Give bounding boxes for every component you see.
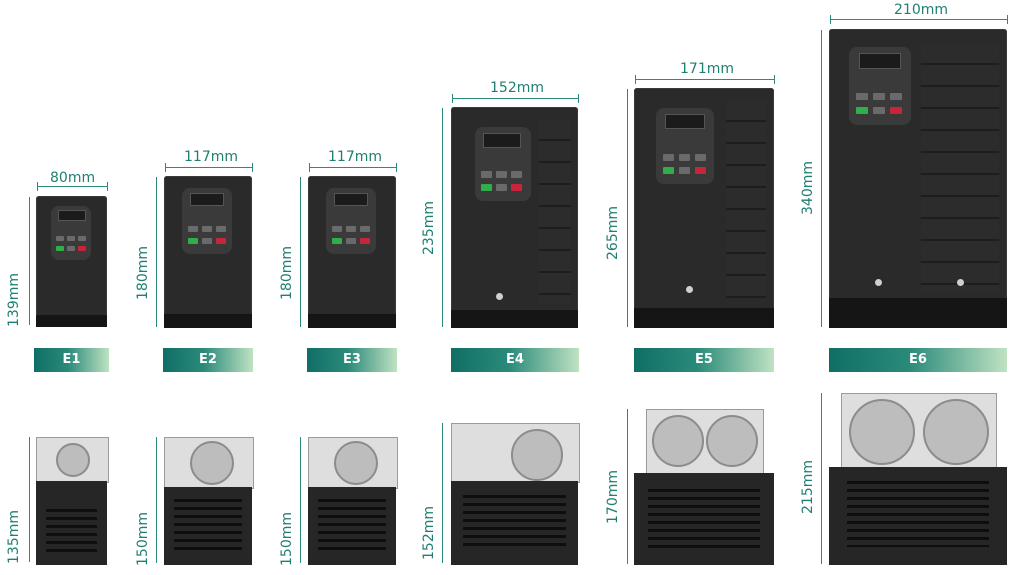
drive-bottom-view bbox=[829, 393, 1007, 565]
height-line bbox=[627, 89, 628, 327]
fan-icon bbox=[849, 399, 915, 465]
run-button bbox=[188, 238, 198, 244]
depth-dimension: 215mm bbox=[800, 460, 816, 514]
screw-icon bbox=[496, 293, 503, 300]
depth-line bbox=[300, 437, 301, 563]
height-dimension: 340mm bbox=[800, 161, 816, 215]
depth-dimension: 152mm bbox=[421, 506, 437, 560]
depth-dimension: 135mm bbox=[6, 510, 22, 564]
model-label: E2 bbox=[163, 348, 253, 372]
fan-icon bbox=[652, 415, 704, 467]
width-dimension: 80mm bbox=[50, 170, 96, 186]
width-line bbox=[165, 167, 252, 168]
lcd-display bbox=[190, 193, 224, 206]
drive-front-view bbox=[829, 29, 1007, 328]
width-line bbox=[452, 98, 578, 99]
height-line bbox=[29, 197, 30, 325]
drive-front-view bbox=[308, 176, 396, 328]
model-label: E3 bbox=[307, 348, 397, 372]
depth-line bbox=[156, 437, 157, 563]
width-dimension: 210mm bbox=[894, 2, 948, 18]
drive-front-view bbox=[164, 176, 252, 328]
drive-front-view bbox=[451, 107, 578, 328]
fan-icon bbox=[511, 429, 563, 481]
height-dimension: 139mm bbox=[6, 273, 22, 327]
width-dimension: 117mm bbox=[184, 149, 238, 165]
drive-bottom-view bbox=[36, 437, 109, 565]
width-dimension: 117mm bbox=[328, 149, 382, 165]
screw-icon bbox=[686, 286, 693, 293]
height-dimension: 180mm bbox=[135, 246, 151, 300]
width-dimension: 152mm bbox=[490, 80, 544, 96]
fan-icon bbox=[56, 443, 90, 477]
stop-button bbox=[216, 238, 226, 244]
fan-icon bbox=[334, 441, 378, 485]
model-label: E5 bbox=[634, 348, 774, 372]
drive-bottom-view bbox=[164, 437, 254, 565]
drive-bottom-view bbox=[308, 437, 398, 565]
fan-icon bbox=[923, 399, 989, 465]
stop-button bbox=[511, 184, 522, 191]
run-button bbox=[481, 184, 492, 191]
width-dimension: 171mm bbox=[680, 61, 734, 77]
height-dimension: 235mm bbox=[421, 201, 437, 255]
stop-button bbox=[360, 238, 370, 244]
drive-bottom-view bbox=[451, 423, 580, 565]
depth-dimension: 150mm bbox=[279, 512, 295, 566]
depth-line bbox=[442, 423, 443, 563]
lcd-display bbox=[665, 114, 705, 129]
lcd-display bbox=[483, 133, 521, 148]
height-line bbox=[300, 177, 301, 327]
fan-icon bbox=[706, 415, 758, 467]
depth-line bbox=[627, 409, 628, 564]
run-button bbox=[56, 246, 64, 251]
screw-icon bbox=[875, 279, 882, 286]
height-dimension: 180mm bbox=[279, 246, 295, 300]
height-dimension: 265mm bbox=[605, 206, 621, 260]
run-button bbox=[663, 167, 674, 174]
screw-icon bbox=[957, 279, 964, 286]
depth-line bbox=[821, 393, 822, 564]
width-line bbox=[309, 167, 396, 168]
lcd-display bbox=[334, 193, 368, 206]
width-line bbox=[37, 186, 107, 187]
model-label: E1 bbox=[34, 348, 109, 372]
run-button bbox=[856, 107, 868, 114]
stop-button bbox=[695, 167, 706, 174]
drive-front-view bbox=[36, 196, 107, 327]
fan-icon bbox=[190, 441, 234, 485]
depth-dimension: 170mm bbox=[605, 470, 621, 524]
height-line bbox=[156, 177, 157, 327]
depth-dimension: 150mm bbox=[135, 512, 151, 566]
depth-line bbox=[29, 437, 30, 562]
model-label: E6 bbox=[829, 348, 1007, 372]
lcd-display bbox=[859, 53, 901, 69]
width-line bbox=[830, 19, 1007, 20]
height-line bbox=[821, 30, 822, 327]
height-line bbox=[442, 108, 443, 327]
model-label: E4 bbox=[451, 348, 579, 372]
lcd-display bbox=[58, 210, 86, 221]
drive-front-view bbox=[634, 88, 774, 328]
stop-button bbox=[890, 107, 902, 114]
drive-bottom-view bbox=[634, 409, 774, 565]
stop-button bbox=[78, 246, 86, 251]
run-button bbox=[332, 238, 342, 244]
width-line bbox=[635, 79, 774, 80]
